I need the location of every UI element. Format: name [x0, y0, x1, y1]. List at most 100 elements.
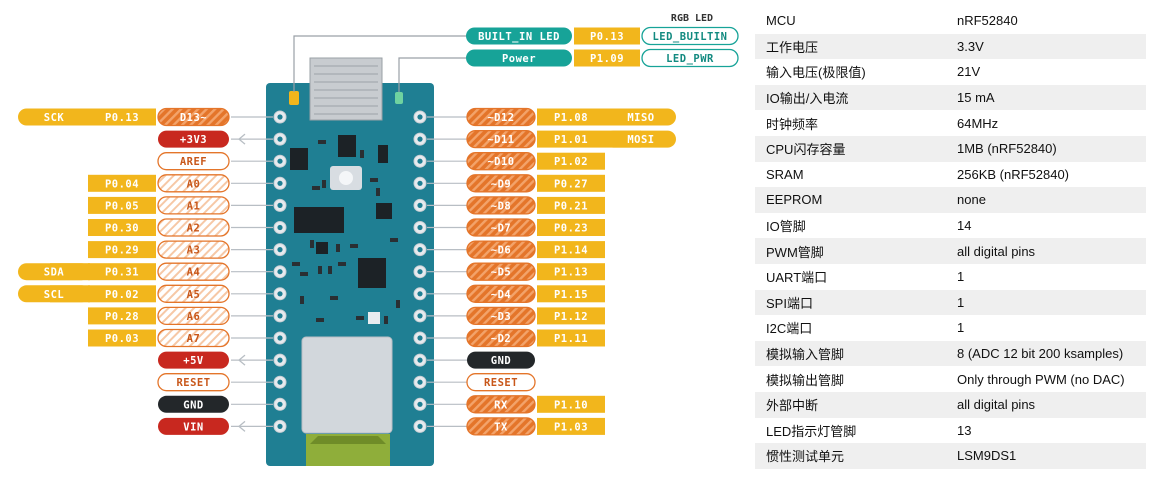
spec-value: 64MHz — [957, 115, 999, 131]
led-alias-label: LED_BUILTIN — [652, 31, 727, 43]
smd-component — [292, 262, 300, 266]
pin-port-label: P1.14 — [554, 245, 588, 257]
pin-port-label: P0.13 — [105, 112, 139, 124]
pin-port-box — [537, 196, 605, 214]
spec-value: LSM9DS1 — [946, 443, 1146, 469]
pin-port-box — [537, 241, 605, 259]
left-pin-row: RESET — [157, 373, 230, 392]
arrow-left-icon — [237, 354, 246, 366]
spec-value: 1 — [946, 289, 1146, 316]
pin-hole-center — [417, 357, 423, 363]
smd-component — [350, 244, 358, 248]
arrow-left-icon — [237, 420, 246, 432]
spec-key: SRAM — [766, 166, 804, 182]
pin-port-label: P1.01 — [554, 134, 588, 146]
smd-component — [300, 296, 304, 304]
pin-name-pill — [466, 262, 536, 281]
smd-component — [318, 140, 326, 144]
pin-extra-fill — [50, 263, 90, 281]
led-alias-pill — [641, 48, 739, 68]
spec-key: 输入电压(极限值) — [766, 65, 866, 81]
pin-name-pill — [466, 395, 536, 414]
spec-key: PWM管脚 — [755, 238, 946, 264]
pin-name-pill — [157, 107, 230, 127]
small-chip — [316, 242, 328, 254]
pin-hole-center — [417, 202, 423, 208]
pin-hole-center — [417, 269, 423, 275]
led-alias-label: LED_PWR — [666, 53, 714, 65]
pin-port-label: P1.10 — [554, 399, 588, 411]
left-pin-row: VIN — [158, 417, 229, 435]
pin-extra-fill — [605, 108, 641, 126]
pin-port-box — [537, 417, 605, 435]
pin-name-label: RESET — [484, 377, 518, 389]
pin-name-pill — [466, 174, 536, 193]
pin-name-pill — [157, 152, 230, 171]
diode — [378, 145, 388, 163]
led-name-pill — [466, 49, 572, 67]
pin-name-pill — [157, 240, 230, 259]
spec-row: 输入电压(极限值)21V — [755, 59, 1146, 85]
pin-port-box — [88, 174, 156, 192]
nina-module — [301, 336, 393, 434]
smd-component — [384, 316, 388, 324]
led-port-box — [574, 49, 640, 67]
pin-hole-center — [277, 269, 283, 275]
pin-name-pill — [466, 129, 536, 149]
pin-name-label: ~D12 — [487, 112, 514, 124]
pin-leaders — [231, 116, 467, 432]
spec-value: 13 — [957, 422, 972, 438]
pin-extra-fill — [605, 130, 641, 148]
pin-name-pill — [157, 196, 230, 215]
spec-row: SRAM 256KB (nRF52840) — [755, 162, 1146, 188]
pin-hole-center — [417, 136, 423, 142]
pin-extra-label: MOSI — [627, 134, 654, 146]
pin-name-label: AREF — [180, 156, 207, 168]
pin-hole-center — [277, 379, 283, 385]
pin-port-box — [537, 174, 605, 192]
smd-component — [336, 244, 340, 252]
pin-port-box — [537, 307, 605, 325]
smd-component — [396, 300, 400, 308]
pin-name-label: TX — [494, 421, 508, 433]
pin-port-label: P0.30 — [105, 223, 139, 235]
pin-port-label: P0.31 — [105, 267, 139, 279]
led-name-label: Power — [502, 53, 536, 65]
spec-value: 256KB (nRF52840) — [957, 166, 1070, 182]
pin-hole-center — [417, 114, 423, 120]
pin-name-label: +3V3 — [180, 134, 207, 146]
pin-hole-center — [417, 224, 423, 231]
pin-hole-center — [417, 247, 423, 253]
smd-component — [328, 266, 332, 274]
pin-name-label: GND — [183, 399, 203, 411]
pin-hole-center — [277, 423, 283, 429]
pin-port-label: P0.04 — [105, 178, 139, 190]
pin-name-label: VIN — [183, 421, 203, 433]
pin-hole-center — [277, 313, 283, 319]
pin-name-pill — [467, 351, 535, 369]
pin-port-label: P1.08 — [554, 112, 588, 124]
smd-component — [390, 238, 398, 242]
pin-name-label: A2 — [187, 223, 201, 235]
pin-hole-center — [417, 313, 423, 319]
led-alias-pill — [641, 26, 739, 46]
smd-component — [322, 180, 326, 188]
